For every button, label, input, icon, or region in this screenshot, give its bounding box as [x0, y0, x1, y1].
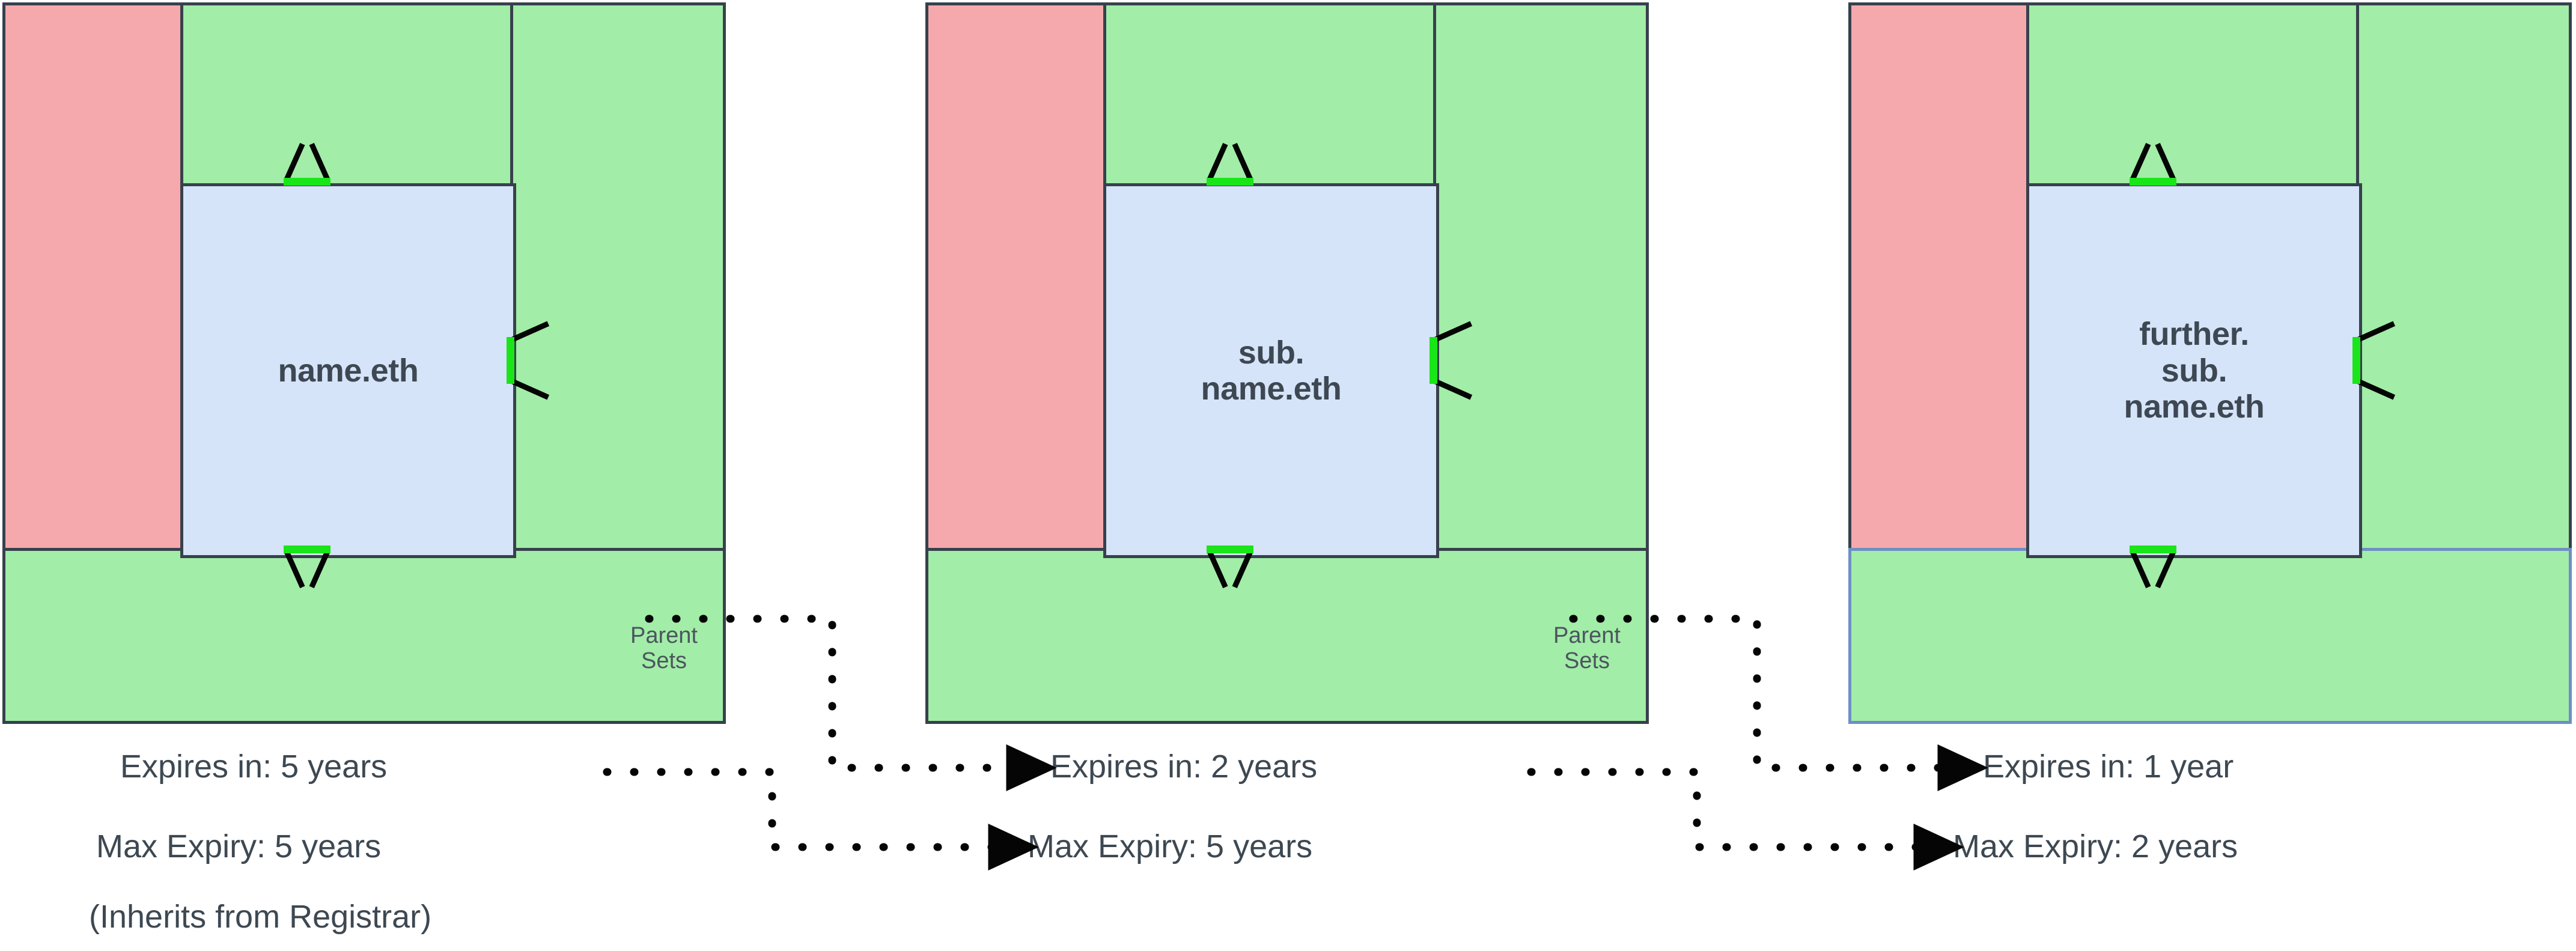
name-label: further. sub. name.eth [2124, 316, 2265, 425]
door-top-icon [268, 132, 346, 186]
door-top-icon [2114, 132, 2192, 186]
panel-2-max-expiry-text: Max Expiry: 5 years [1028, 828, 1313, 864]
connector-max-1-to-max-2 [603, 768, 1039, 870]
name-box[interactable]: further. sub. name.eth [2026, 183, 2362, 558]
panel-1-note-text: (Inherits from Registrar) [89, 899, 432, 935]
parent-sets-label: Parent Sets [630, 622, 698, 674]
registrar-region [925, 2, 1111, 553]
parent-sets-label: Parent Sets [1553, 622, 1621, 674]
parent-region-top [2026, 2, 2362, 190]
door-bottom-icon [1191, 545, 1269, 600]
name-label: sub. name.eth [1201, 334, 1342, 407]
door-right-icon [2352, 321, 2407, 400]
panel-sub-name-eth[interactable]: Parent Sets sub. name.eth [925, 2, 1649, 724]
panel-3-expires-text: Expires in: 1 year [1983, 749, 2234, 785]
panel-1-expires-text: Expires in: 5 years [120, 749, 388, 785]
panel-1-max-expiry-text: Max Expiry: 5 years [96, 828, 382, 864]
parent-region-bottom: Parent Sets [925, 547, 1649, 724]
panel-2-expires-text: Expires in: 2 years [1050, 749, 1318, 785]
parent-region-top [180, 2, 516, 190]
parent-region-right [2356, 2, 2572, 553]
registrar-region [1848, 2, 2034, 553]
parent-region-bottom: Parent Sets [2, 547, 726, 724]
name-box[interactable]: sub. name.eth [1103, 183, 1439, 558]
panel-further-sub-name-eth[interactable]: further. sub. name.eth [1848, 2, 2572, 724]
door-right-icon [507, 321, 561, 400]
panel-name-eth[interactable]: Parent Sets name.eth [2, 2, 726, 724]
door-bottom-icon [268, 545, 346, 600]
parent-region-right [510, 2, 726, 553]
registrar-region [2, 2, 188, 553]
name-label: name.eth [278, 352, 419, 389]
parent-region-top [1103, 2, 1439, 190]
door-right-icon [1430, 321, 1484, 400]
parent-region-right [1433, 2, 1649, 553]
door-bottom-icon [2114, 545, 2192, 600]
connector-max-2-to-max-3 [1527, 768, 1964, 870]
parent-region-bottom [1848, 547, 2572, 724]
name-box[interactable]: name.eth [180, 183, 516, 558]
door-top-icon [1191, 132, 1269, 186]
panel-3-max-expiry-text: Max Expiry: 2 years [1953, 828, 2238, 864]
